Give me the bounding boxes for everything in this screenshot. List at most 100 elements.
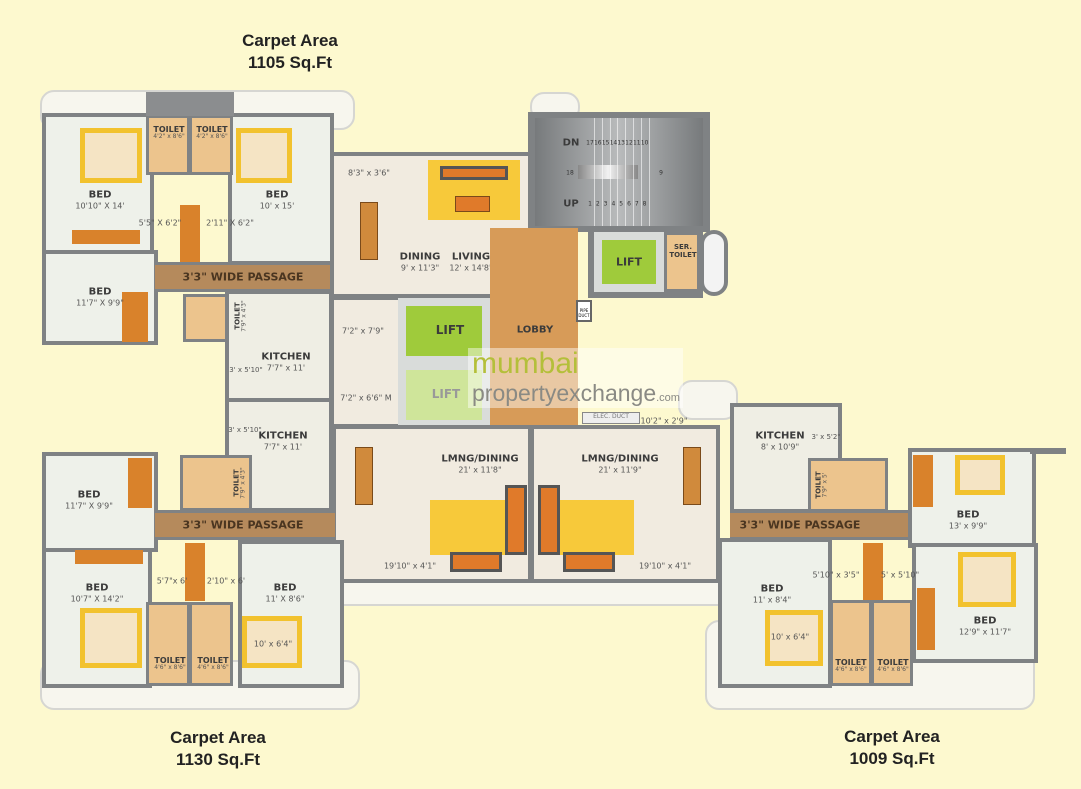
bed-furniture — [80, 128, 142, 183]
wardrobe — [122, 292, 148, 342]
stair-tread — [601, 118, 603, 226]
stair-number: 1 — [588, 200, 592, 208]
stair-number: 3 — [603, 200, 608, 208]
stair-tread — [601, 118, 603, 226]
toilet-2 — [189, 115, 233, 175]
passage — [155, 510, 335, 540]
stair-number: 10 — [640, 139, 649, 147]
stair-number: 4 — [611, 200, 616, 208]
toilet-br-1 — [830, 600, 872, 686]
sofa — [440, 166, 508, 180]
stair-up-label: UP — [563, 198, 579, 210]
stair-number: 12 — [625, 139, 633, 147]
electrical-duct: ELEC. DUCT — [582, 412, 640, 424]
carpet-area-label: Carpet Area — [242, 31, 338, 50]
dining-table — [683, 447, 701, 505]
watermark-text: mumbai — [472, 347, 579, 380]
toilet-bl-1 — [146, 602, 190, 686]
room-label: SER. TOILET — [669, 242, 697, 259]
dimension-label: 19'10" x 4'1" — [638, 561, 692, 571]
wardrobe — [863, 543, 883, 601]
lift-label: LIFT — [615, 255, 643, 269]
stair-number: 11 — [632, 139, 641, 147]
stair-number: 16 — [593, 139, 602, 147]
bed-furniture — [80, 608, 142, 668]
dimension-label: 5' x 5'10" — [880, 570, 920, 580]
passage — [730, 510, 910, 540]
stair-number: 14 — [609, 139, 618, 147]
dimension-label: 2'10" x 6' — [206, 576, 246, 586]
stair-number: 15 — [601, 139, 610, 147]
carpet-area-value: 1130 Sq.Ft — [175, 750, 261, 769]
stair-tread — [617, 118, 619, 226]
foyer — [330, 296, 402, 428]
wardrobe — [75, 550, 143, 564]
dimension-label: 7'2" x 6'6" M — [340, 393, 392, 403]
stair-tread — [617, 118, 619, 226]
dimension-label: 10' x 6'4" — [253, 639, 293, 649]
dining-table — [360, 202, 378, 260]
passage-label: 3'3" WIDE PASSAGE — [739, 518, 861, 532]
toilet-br-2 — [871, 600, 913, 686]
stair-number: 8 — [642, 200, 647, 208]
lobby-label: LOBBY — [516, 324, 554, 336]
lobby — [490, 228, 578, 428]
lift-label: LIFT — [435, 323, 465, 338]
lift-3 — [594, 232, 664, 292]
dimension-label: 19'10" x 4'1" — [383, 561, 437, 571]
coffee-table — [455, 196, 490, 212]
wardrobe — [72, 230, 140, 244]
bed-furniture — [236, 128, 292, 183]
bed-furniture — [765, 610, 823, 666]
stair-number: 6 — [627, 200, 631, 208]
sofa — [505, 485, 527, 555]
stair-tread — [648, 118, 650, 226]
stair-number: 13 — [617, 139, 626, 147]
stair-tread — [593, 118, 595, 226]
ser-toilet-shaft — [700, 230, 728, 296]
balcony-outline — [340, 580, 720, 606]
dimension-label: 3' x 5'10" — [228, 426, 262, 434]
toilet-bl-3 — [180, 455, 252, 511]
wall — [1030, 448, 1066, 454]
stair-landing — [578, 165, 638, 179]
sofa — [450, 552, 502, 572]
stair-number: 5 — [619, 200, 624, 208]
sofa — [538, 485, 560, 555]
wardrobe — [917, 588, 935, 650]
watermark-text: propertyexchange.com — [472, 380, 680, 406]
stair-tread — [632, 118, 634, 226]
stair-number: 18 — [566, 169, 574, 177]
watermark — [468, 348, 683, 408]
bed-furniture — [242, 616, 302, 668]
stair-tread — [625, 118, 627, 226]
dimension-label: 10'2" x 2'9" — [640, 416, 688, 426]
stair-tread — [632, 118, 634, 226]
stair-tread — [609, 118, 611, 226]
lift-label: LIFT — [431, 387, 461, 402]
dimension-label: 7'2" x 7'9" — [342, 326, 384, 336]
dimension-label: 8'3" x 3'6" — [348, 168, 390, 178]
wardrobe — [185, 543, 205, 601]
stair-tread — [625, 118, 627, 226]
